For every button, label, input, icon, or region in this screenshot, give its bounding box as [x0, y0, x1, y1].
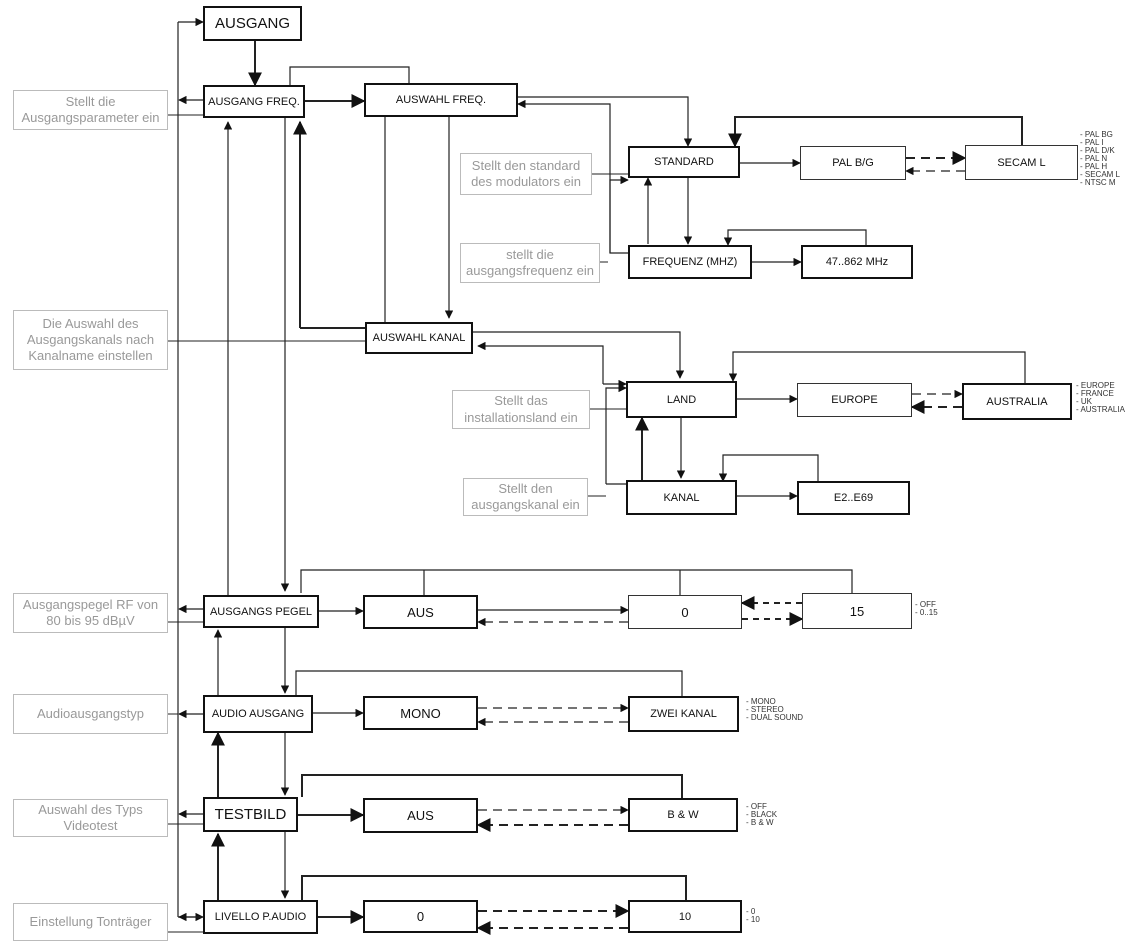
options-pegel-item: - 0..15: [915, 608, 938, 617]
menu-ausgang-freq[interactable]: AUSGANG FREQ.: [203, 85, 305, 118]
menu-auswahl-freq[interactable]: AUSWAHL FREQ.: [364, 83, 518, 117]
menu-livello-p-audio[interactable]: LIVELLO P.AUDIO: [203, 900, 318, 934]
options-livello-item: - 10: [746, 915, 760, 924]
options-audio-item: - DUAL SOUND: [746, 713, 804, 722]
value-kanal-range[interactable]: E2..E69: [797, 481, 910, 515]
option-livello-10[interactable]: 10: [628, 900, 742, 933]
option-mono[interactable]: MONO: [363, 696, 478, 730]
options-audio-item: - STEREO: [746, 705, 784, 714]
options-testbild-item: - B & W: [746, 818, 774, 827]
options-land-item: - FRANCE: [1076, 389, 1114, 398]
option-pegel-15[interactable]: 15: [802, 593, 912, 629]
options-standard-item: - PAL N: [1080, 154, 1108, 163]
option-pal-bg[interactable]: PAL B/G: [800, 146, 906, 180]
menu-standard[interactable]: STANDARD: [628, 146, 740, 178]
option-secam-l[interactable]: SECAM L: [965, 145, 1078, 180]
options-list-land: - EUROPE - FRANCE - UK - AUSTRALIA: [1076, 382, 1125, 414]
note-livello: Einstellung Tonträger: [13, 903, 168, 941]
value-freq-range[interactable]: 47..862 MHz: [801, 245, 913, 279]
option-pegel-aus[interactable]: AUS: [363, 595, 478, 629]
note-frequenz: stellt die ausgangsfrequenz ein: [460, 243, 600, 283]
options-standard-item: - PAL BG: [1080, 130, 1113, 139]
note-kanal: Stellt den ausgangskanal ein: [463, 478, 588, 516]
options-land-item: - EUROPE: [1076, 381, 1115, 390]
options-list-audio: - MONO - STEREO - DUAL SOUND: [746, 698, 803, 722]
note-testbild: Auswahl des Typs Videotest: [13, 799, 168, 837]
menu-audio-ausgang[interactable]: AUDIO AUSGANG: [203, 695, 313, 733]
menu-ausgang[interactable]: AUSGANG: [203, 6, 302, 41]
options-land-item: - UK: [1076, 397, 1092, 406]
options-standard-item: - PAL H: [1080, 162, 1108, 171]
options-land-item: - AUSTRALIA: [1076, 405, 1125, 414]
note-auswahl-kanal: Die Auswahl des Ausgangskanals nach Kana…: [13, 310, 168, 370]
menu-auswahl-kanal[interactable]: AUSWAHL KANAL: [365, 322, 473, 354]
options-list-standard: - PAL BG - PAL I - PAL D/K - PAL N - PAL…: [1080, 131, 1120, 187]
options-standard-item: - NTSC M: [1080, 178, 1116, 187]
option-testbild-aus[interactable]: AUS: [363, 798, 478, 833]
menu-frequenz[interactable]: FREQUENZ (MHZ): [628, 245, 752, 279]
option-pegel-0[interactable]: 0: [628, 595, 742, 629]
menu-testbild[interactable]: TESTBILD: [203, 797, 298, 832]
option-zwei-kanal[interactable]: ZWEI KANAL: [628, 696, 739, 732]
options-livello-item: - 0: [746, 907, 756, 916]
options-list-livello: - 0 - 10: [746, 908, 760, 924]
note-audio: Audioausgangstyp: [13, 694, 168, 734]
options-standard-item: - SECAM L: [1080, 170, 1121, 179]
options-standard-item: - PAL D/K: [1080, 146, 1115, 155]
options-list-pegel: - OFF - 0..15: [915, 601, 938, 617]
option-europe[interactable]: EUROPE: [797, 383, 912, 417]
options-list-testbild: - OFF - BLACK - B & W: [746, 803, 777, 827]
menu-ausgangs-pegel[interactable]: AUSGANGS PEGEL: [203, 595, 319, 628]
note-ausgang-freq: Stellt die Ausgangsparameter ein: [13, 90, 168, 130]
note-standard: Stellt den standard des modulators ein: [460, 153, 592, 195]
options-pegel-item: - OFF: [915, 600, 936, 609]
menu-kanal[interactable]: KANAL: [626, 480, 737, 515]
options-audio-item: - MONO: [746, 697, 776, 706]
option-australia[interactable]: AUSTRALIA: [962, 383, 1072, 420]
option-livello-0[interactable]: 0: [363, 900, 478, 933]
note-pegel: Ausgangspegel RF von 80 bis 95 dBµV: [13, 593, 168, 633]
options-testbild-item: - BLACK: [746, 810, 778, 819]
note-land: Stellt das installationsland ein: [452, 390, 590, 429]
options-testbild-item: - OFF: [746, 802, 767, 811]
option-bw[interactable]: B & W: [628, 798, 738, 832]
options-standard-item: - PAL I: [1080, 138, 1104, 147]
menu-land[interactable]: LAND: [626, 381, 737, 418]
